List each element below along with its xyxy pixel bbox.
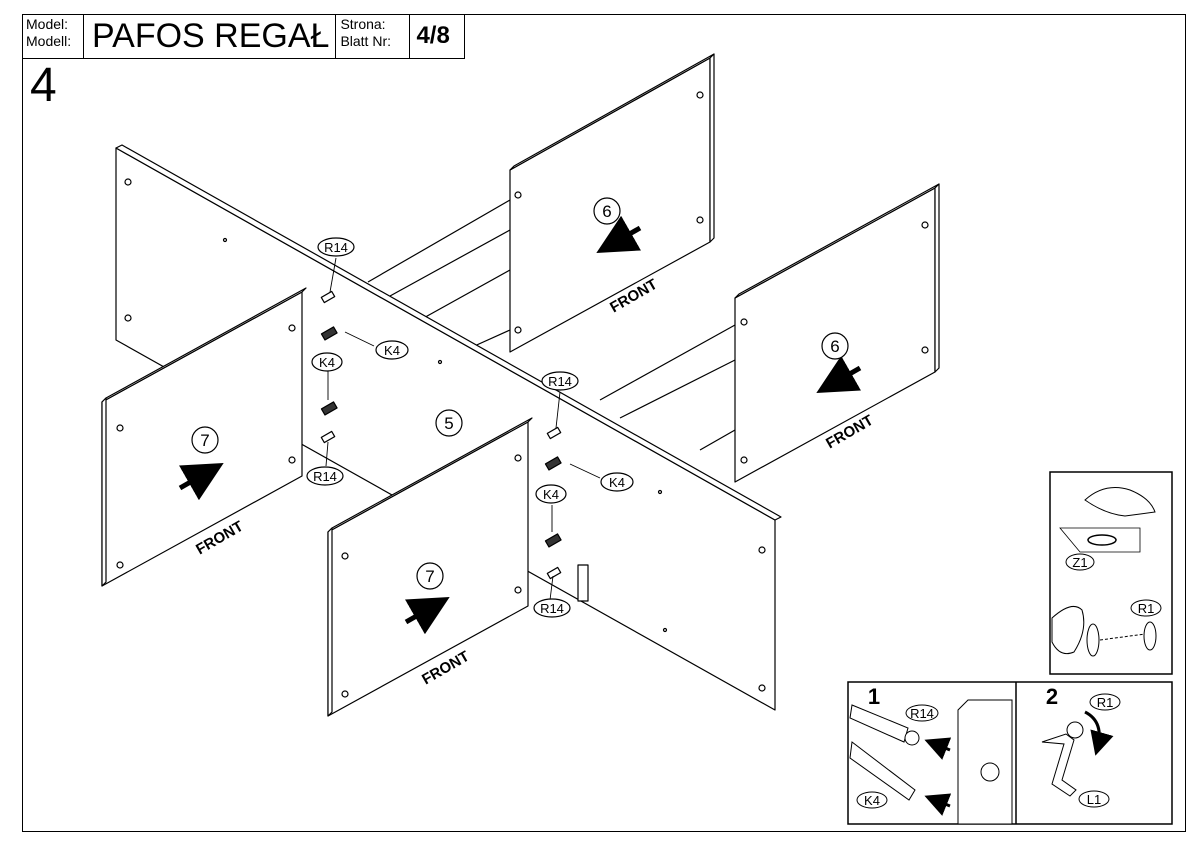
arrow-icon xyxy=(924,793,952,816)
step-number: 4 xyxy=(30,59,57,112)
inset-steps: 1 2 R14 K4 R1 L1 xyxy=(847,681,1173,825)
label-k4: K4 xyxy=(543,487,559,502)
hand-icon xyxy=(1084,487,1156,517)
panel-number-5: 5 xyxy=(444,414,453,433)
page-number: 4/8 xyxy=(416,22,450,49)
page-label-de: Blatt Nr: xyxy=(340,33,392,49)
dowels xyxy=(320,290,589,602)
leader-lines xyxy=(325,257,601,601)
label-r1: R1 xyxy=(1097,695,1114,710)
page-label-pl: Strona: xyxy=(340,16,386,32)
label-z1: Z1 xyxy=(1072,555,1087,570)
label-l1: L1 xyxy=(1087,792,1101,807)
label-k4: K4 xyxy=(609,475,625,490)
cam-lock-icon xyxy=(1143,621,1157,651)
inset-cam-instructions: Z1 R1 xyxy=(1049,471,1173,675)
panel-number-7: 7 xyxy=(425,567,434,586)
panel-number-7: 7 xyxy=(200,431,209,450)
label-r14: R14 xyxy=(548,374,572,389)
title-block: Model: Modell: PAFOS REGAŁ Strona: Blatt… xyxy=(22,14,465,59)
label-r14: R14 xyxy=(313,469,337,484)
model-label-pl: Model: xyxy=(26,16,69,32)
callout-ovals xyxy=(191,197,849,618)
model-name: PAFOS REGAŁ xyxy=(84,14,337,58)
substep-1: 1 xyxy=(868,684,880,709)
substep-2: 2 xyxy=(1046,684,1058,709)
cam-bolt-icon xyxy=(849,704,909,743)
sticker-icon xyxy=(1087,534,1117,546)
panel-number-6: 6 xyxy=(830,337,839,356)
label-k4: K4 xyxy=(319,355,335,370)
arrow-icon xyxy=(178,463,224,501)
arrow-icon xyxy=(404,597,450,635)
direction-arrows xyxy=(178,215,862,635)
allen-key-icon xyxy=(1041,733,1077,797)
rotate-arrow-icon xyxy=(1084,710,1114,756)
label-r14: R14 xyxy=(324,240,348,255)
label-r1: R1 xyxy=(1138,601,1155,616)
thumb-icon xyxy=(1051,605,1085,655)
cap-icon xyxy=(1086,623,1100,657)
model-label: Model: Modell: xyxy=(22,14,84,58)
drawing-frame xyxy=(22,14,1186,832)
label-k4: K4 xyxy=(384,343,400,358)
page-label: Strona: Blatt Nr: xyxy=(336,14,411,58)
panel-number-6: 6 xyxy=(602,202,611,221)
arrow-icon xyxy=(924,737,952,760)
arrow-icon xyxy=(596,215,642,253)
board-edge-icon xyxy=(957,699,1013,825)
label-k4: K4 xyxy=(864,793,880,808)
arrow-icon xyxy=(816,355,862,393)
label-r14: R14 xyxy=(910,706,934,721)
label-r14: R14 xyxy=(540,601,564,616)
dowel-icon xyxy=(849,741,916,801)
model-label-de: Modell: xyxy=(26,33,72,49)
